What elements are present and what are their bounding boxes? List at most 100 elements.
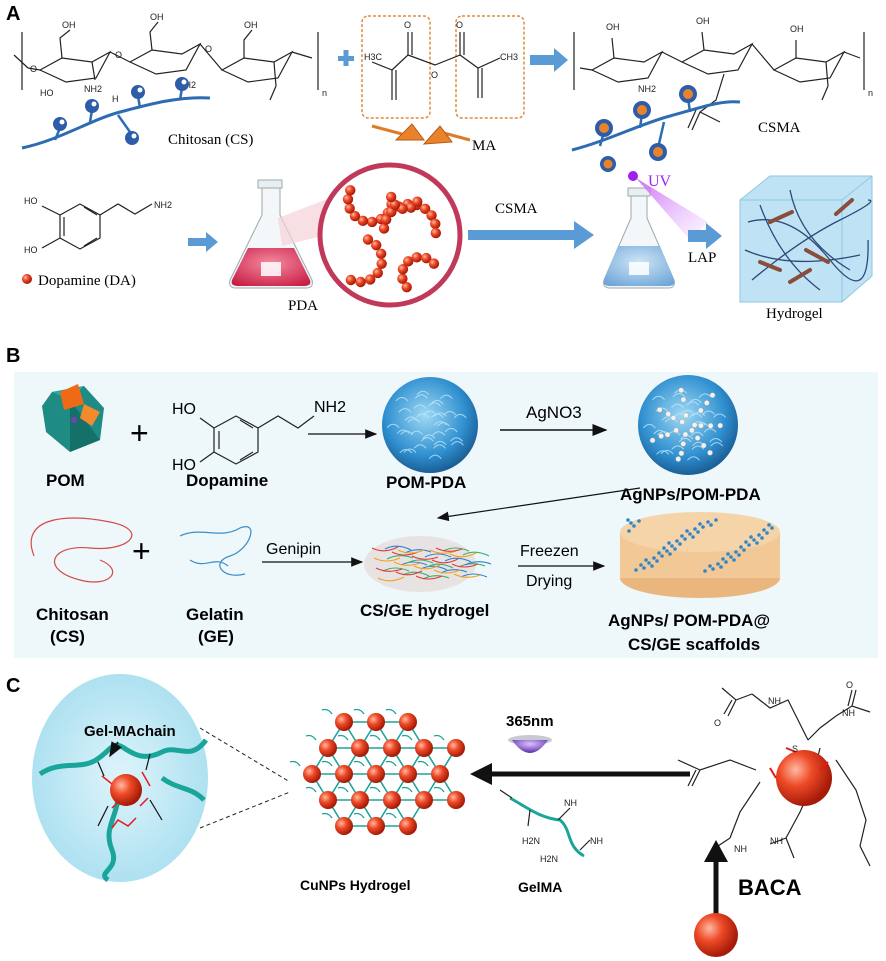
fiber	[426, 563, 454, 569]
ag-nanoparticle	[679, 419, 685, 425]
dopamine-b-nh2: NH2	[314, 399, 346, 416]
scaffold-dot	[657, 551, 661, 555]
panel-a: A O O O OH OH OH HO NH2 NH2 H	[6, 3, 873, 322]
network-tail	[433, 786, 445, 793]
scaffold-dot	[668, 552, 672, 556]
ag-nanoparticle	[680, 396, 687, 403]
scaffold-dot	[655, 559, 659, 563]
fiber	[395, 570, 423, 576]
scaffold-dot	[747, 543, 751, 547]
pda-particle	[430, 227, 442, 239]
dopamine-structure-a	[41, 203, 153, 250]
ma-h3c: H3C	[364, 52, 383, 62]
arrow-to-pda-icon	[188, 232, 218, 252]
ag-nanoparticle	[689, 427, 695, 434]
scaffold-dot	[665, 549, 669, 553]
petal	[453, 413, 467, 419]
agnps-pom-pda-sphere-icon	[638, 375, 738, 475]
dopamine-b-ho-2: HO	[172, 457, 196, 474]
petal	[386, 423, 400, 429]
scaffold-dot	[737, 553, 741, 557]
fiber	[411, 555, 439, 560]
petal	[433, 440, 447, 446]
ag-nanoparticle	[707, 422, 714, 429]
csma-n-sub: n	[868, 88, 873, 98]
chitosan-oh-1: OH	[62, 20, 76, 30]
panel-c: C Gel-MAchain CuNPs Hydrogel 365nm	[6, 674, 871, 957]
chitosan-b-label: Chitosan	[36, 605, 109, 624]
network-tail	[321, 760, 333, 767]
network-tail	[417, 760, 429, 767]
network-tail	[433, 734, 445, 741]
pda-particle	[366, 216, 378, 228]
fiber	[451, 563, 479, 568]
petal	[688, 398, 702, 404]
network-tail	[353, 760, 365, 767]
plus-1: +	[130, 415, 149, 451]
scaffold-dot	[703, 569, 707, 573]
scaffold-dot	[729, 555, 733, 559]
fiber	[424, 553, 452, 558]
pda-particle	[430, 218, 441, 230]
scaffold-dot	[714, 518, 718, 522]
chitosan-nh2-1: NH2	[84, 84, 102, 94]
fiber	[393, 561, 421, 566]
petal	[398, 408, 412, 413]
scaffold-dot	[755, 541, 759, 545]
scaffold-dot	[724, 560, 728, 564]
scaffold-dot	[660, 554, 664, 558]
hydrogel-label: Hydrogel	[766, 306, 823, 322]
scaffold-dot	[721, 557, 725, 561]
plus-2: +	[132, 533, 151, 569]
baca-cu-complex	[677, 687, 871, 867]
baca-nh-1: NH	[768, 696, 781, 706]
fiber	[464, 561, 492, 566]
scaffold-dot	[726, 552, 730, 556]
zoom-line-bottom	[199, 791, 291, 829]
network-tail	[401, 734, 413, 741]
baca-nh-3: NH	[770, 836, 783, 846]
petal	[433, 444, 446, 449]
uv-beam	[636, 178, 708, 240]
ma-o-3: O	[431, 70, 438, 80]
ma-cartoon-icon	[371, 123, 471, 145]
petal	[643, 423, 656, 429]
hydrogel-cube-icon	[739, 175, 873, 303]
scaffold-dot	[742, 548, 746, 552]
petal	[687, 456, 700, 461]
cu-node	[447, 791, 465, 809]
chitosan-n-sub: n	[322, 88, 327, 98]
network-tail	[401, 786, 413, 793]
scaffold-dot	[683, 537, 687, 541]
pda-label: PDA	[288, 298, 318, 314]
scaffold-dot	[693, 527, 697, 531]
chitosan-o-3: O	[205, 44, 212, 54]
chitosan-oh-3: OH	[244, 20, 258, 30]
cu-node	[367, 817, 385, 835]
fiber	[440, 569, 468, 574]
fiber	[460, 573, 488, 578]
pda-particle	[355, 276, 366, 288]
ag-nanoparticle	[670, 415, 677, 421]
pda-particle	[376, 258, 387, 269]
fiber	[397, 549, 425, 554]
scaffold-dot	[739, 545, 743, 549]
cu-node	[335, 765, 353, 783]
petal	[690, 431, 704, 437]
dopamine-structure-b	[199, 415, 315, 465]
network-tail	[369, 734, 381, 741]
petal	[413, 404, 427, 409]
network-tail	[289, 760, 301, 767]
cunps-hydrogel-network-icon	[289, 708, 465, 835]
petal	[422, 434, 436, 439]
pom-label: POM	[46, 471, 85, 490]
pom-pda-label: POM-PDA	[386, 473, 466, 492]
arrow-diagonal-icon	[436, 487, 641, 522]
fiber	[406, 559, 434, 564]
cu-node	[319, 791, 337, 809]
scaffold-dot	[662, 546, 666, 550]
scaffold-dot	[749, 535, 753, 539]
panel-a-letter: A	[6, 3, 20, 25]
chitosan-ho-1: HO	[40, 88, 54, 98]
pda-particle	[375, 248, 387, 259]
